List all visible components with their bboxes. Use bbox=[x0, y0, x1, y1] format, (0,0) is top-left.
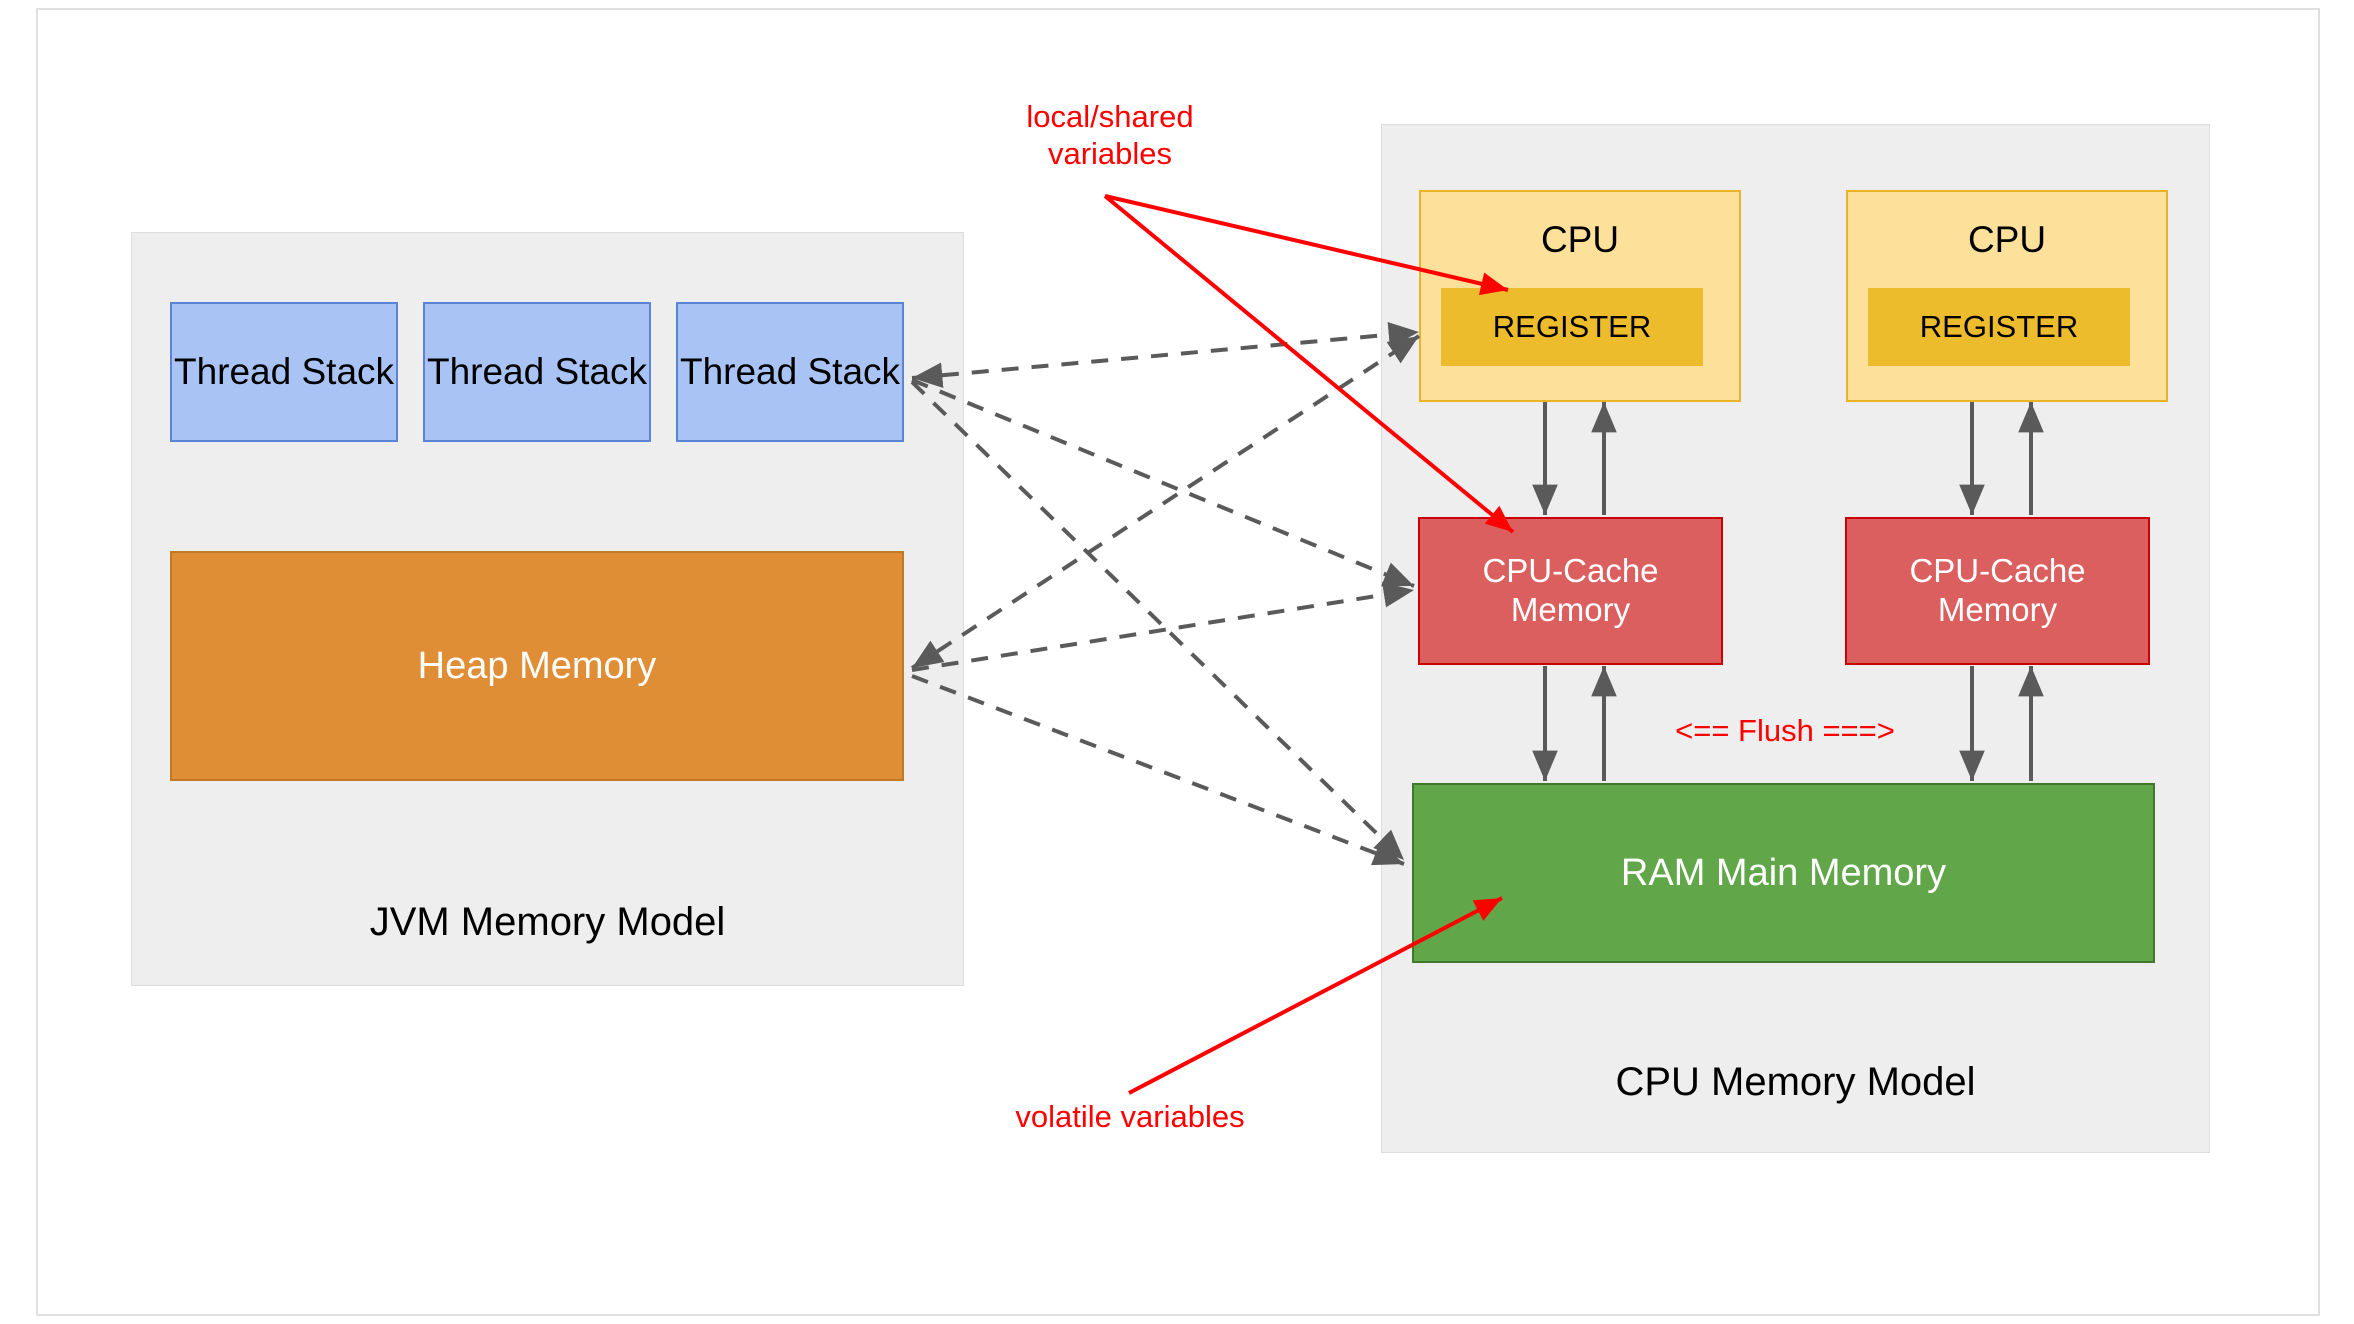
thread-stack-box-3: Thread Stack bbox=[676, 302, 904, 442]
thread-stack-box-1: Thread Stack bbox=[170, 302, 398, 442]
cpu-memory-model-title: CPU Memory Model bbox=[1615, 1060, 1976, 1104]
ram-main-memory-box: RAM Main Memory bbox=[1412, 783, 2155, 963]
register-box-2: REGISTER bbox=[1868, 288, 2130, 366]
thread-stack-box-2: Thread Stack bbox=[423, 302, 651, 442]
register-box-1: REGISTER bbox=[1441, 288, 1703, 366]
jvm-memory-model-title: JVM Memory Model bbox=[369, 900, 726, 944]
heap-memory-box: Heap Memory bbox=[170, 551, 904, 781]
annotation-volatile-variables: volatile variables bbox=[1015, 1099, 1245, 1134]
annotation-local-shared-variables: local/shared variables bbox=[1026, 99, 1194, 172]
cpu-cache-memory-box-1: CPU-Cache Memory bbox=[1418, 517, 1723, 665]
cpu-cache-memory-box-2: CPU-Cache Memory bbox=[1845, 517, 2150, 665]
annotation-flush-label: <== Flush ===> bbox=[1675, 713, 1895, 748]
